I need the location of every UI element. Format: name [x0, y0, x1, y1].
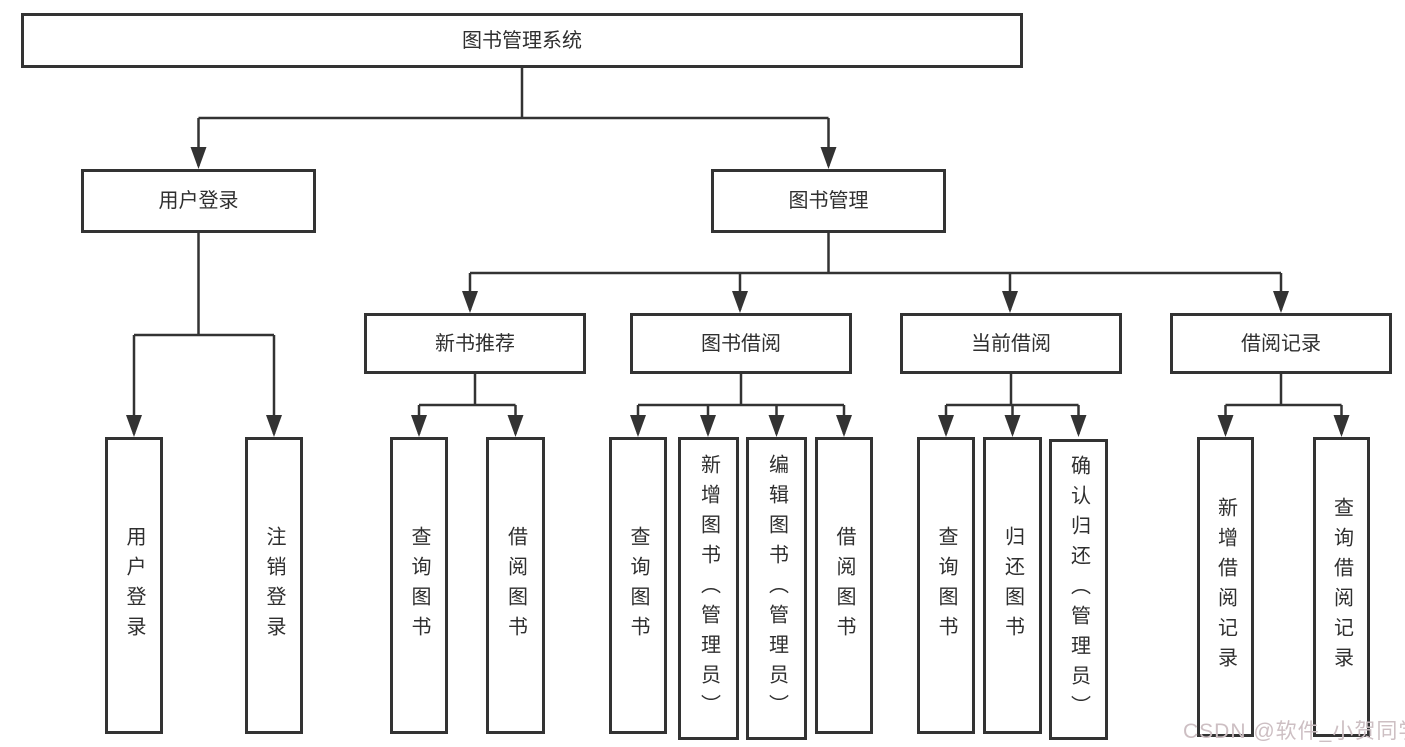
leaf-query-books-borrow: 查询图书 [609, 437, 667, 734]
leaf-return-book: 归还图书 [983, 437, 1042, 734]
node-label: 用户登录 [158, 190, 239, 212]
node-label: 新增借阅记录 [1214, 497, 1237, 677]
node-label: 归还图书 [1001, 525, 1024, 646]
node-current-borrowing: 当前借阅 [900, 313, 1122, 374]
node-label: 新增图书（管理员） [697, 453, 720, 724]
csdn-watermark: CSDN @软件_小贺同学 [1183, 720, 1405, 743]
node-borrowing-records: 借阅记录 [1170, 313, 1392, 374]
leaf-query-books-recommend: 查询图书 [390, 437, 448, 734]
node-label: 借阅记录 [1241, 332, 1321, 355]
node-label: 查询借阅记录 [1330, 497, 1353, 677]
leaf-query-borrow-record: 查询借阅记录 [1313, 437, 1370, 737]
node-label: 借阅图书 [833, 525, 855, 646]
leaf-borrow-books: 借阅图书 [815, 437, 873, 734]
node-label: 查询图书 [408, 525, 430, 646]
node-new-book-recommendation: 新书推荐 [364, 313, 586, 374]
node-book-borrowing: 图书借阅 [630, 313, 852, 374]
node-label: 新书推荐 [435, 332, 515, 355]
node-label: 编辑图书（管理员） [765, 453, 788, 724]
leaf-query-books-current: 查询图书 [917, 437, 975, 734]
node-root-library-system: 图书管理系统 [21, 13, 1023, 68]
leaf-user-login: 用户登录 [105, 437, 163, 734]
leaf-add-borrow-record: 新增借阅记录 [1197, 437, 1254, 737]
node-label: 查询图书 [935, 525, 957, 646]
node-label: 注销登录 [263, 525, 285, 646]
leaf-confirm-return-admin: 确认归还（管理员） [1049, 439, 1108, 740]
leaf-edit-book-admin: 编辑图书（管理员） [746, 437, 807, 740]
node-label: 图书管理 [788, 190, 869, 212]
node-label: 用户登录 [123, 525, 145, 646]
node-label: 当前借阅 [971, 332, 1051, 355]
leaf-add-book-admin: 新增图书（管理员） [678, 437, 739, 740]
node-label: 确认归还（管理员） [1067, 454, 1090, 725]
node-book-management-module: 图书管理 [711, 169, 946, 233]
node-label: 借阅图书 [504, 525, 527, 646]
node-user-login-module: 用户登录 [81, 169, 316, 233]
node-label: 图书借阅 [701, 332, 781, 355]
node-label: 查询图书 [627, 525, 649, 646]
leaf-logout: 注销登录 [245, 437, 303, 734]
leaf-borrow-books-recommend: 借阅图书 [486, 437, 545, 734]
node-label: 图书管理系统 [462, 29, 582, 52]
